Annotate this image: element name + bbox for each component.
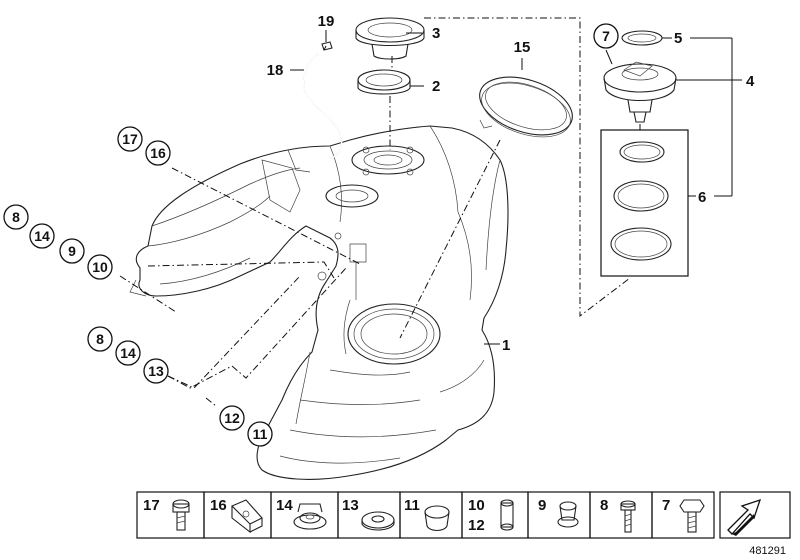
callout-circle-13b [143,358,169,384]
sleeve-icon [500,499,514,531]
callout-2: 2 [432,78,440,95]
pump-flange-4 [603,61,677,123]
legend-label-11: 11 [404,497,420,514]
callout-3: 3 [432,25,440,42]
o-ring-set-6 [600,129,689,277]
callout-12b: 12 [224,410,240,426]
fitting-19 [321,41,333,51]
callout-circle-14b [115,340,141,366]
leader-lines [119,17,742,407]
callout-16a: 16 [150,145,166,161]
clip-icon [231,499,263,534]
callout-15: 15 [514,39,531,56]
legend-label-9: 9 [538,497,546,514]
ring-2 [357,69,411,95]
callout-circle-17 [117,126,143,152]
callout-11b: 11 [253,426,268,442]
callout-5: 5 [674,30,682,47]
washer-icon [361,511,395,531]
cap-icon [424,505,450,532]
legend-label-7: 7 [662,497,670,514]
fuel-tank [129,125,509,480]
callout-9a: 9 [68,243,76,259]
callout-14b: 14 [120,345,136,361]
callouts: 19 18 3 2 15 5 4 6 1 7 17 16 8 14 9 10 8… [3,13,755,447]
callout-circle-11b [247,421,273,447]
callout-circle-9a [59,238,85,264]
callout-14a: 14 [34,228,50,244]
legend-label-14: 14 [276,497,293,514]
hex-bolt-icon [679,499,705,533]
bushing-icon [557,501,579,528]
callout-circle-10a [87,254,113,280]
callout-circle-12b [219,405,245,431]
legend-label-16: 16 [210,497,227,514]
seal-5 [621,30,663,46]
gasket-ring-15 [479,76,573,138]
callout-13b: 13 [148,363,164,379]
rubber-grommet-icon [293,503,327,530]
callout-circle-14a [29,223,55,249]
callout-17a: 17 [122,131,138,147]
legend-label-10: 10 [468,497,485,514]
arrow-icon [727,498,762,536]
legend-cell-7 [651,491,715,539]
screw-icon [172,499,190,531]
callout-circle-8a [3,204,29,230]
legend-label-17: 17 [143,497,160,514]
callout-circle-8b [87,326,113,352]
callout-19: 19 [318,13,335,30]
callout-6: 6 [698,189,706,206]
filler-cap-3 [355,17,425,60]
callout-4: 4 [746,73,755,90]
legend-label-12: 12 [468,517,485,534]
callout-7: 7 [602,28,610,44]
callout-8a: 8 [12,209,20,225]
callout-18: 18 [267,62,284,79]
legend-label-13: 13 [342,497,359,514]
bolt-icon [620,500,636,533]
hose-18 [302,53,343,159]
callout-circle-16 [145,140,171,166]
parts-legend: 17 16 14 13 11 10 12 9 8 7 [136,491,791,557]
callout-10a: 10 [92,259,108,275]
callout-circle-7 [593,23,619,49]
image-number: 481291 [749,545,786,557]
legend-cell-arrow [719,491,791,539]
callout-1: 1 [502,337,510,354]
callout-8b: 8 [96,331,104,347]
legend-label-8: 8 [600,497,608,514]
